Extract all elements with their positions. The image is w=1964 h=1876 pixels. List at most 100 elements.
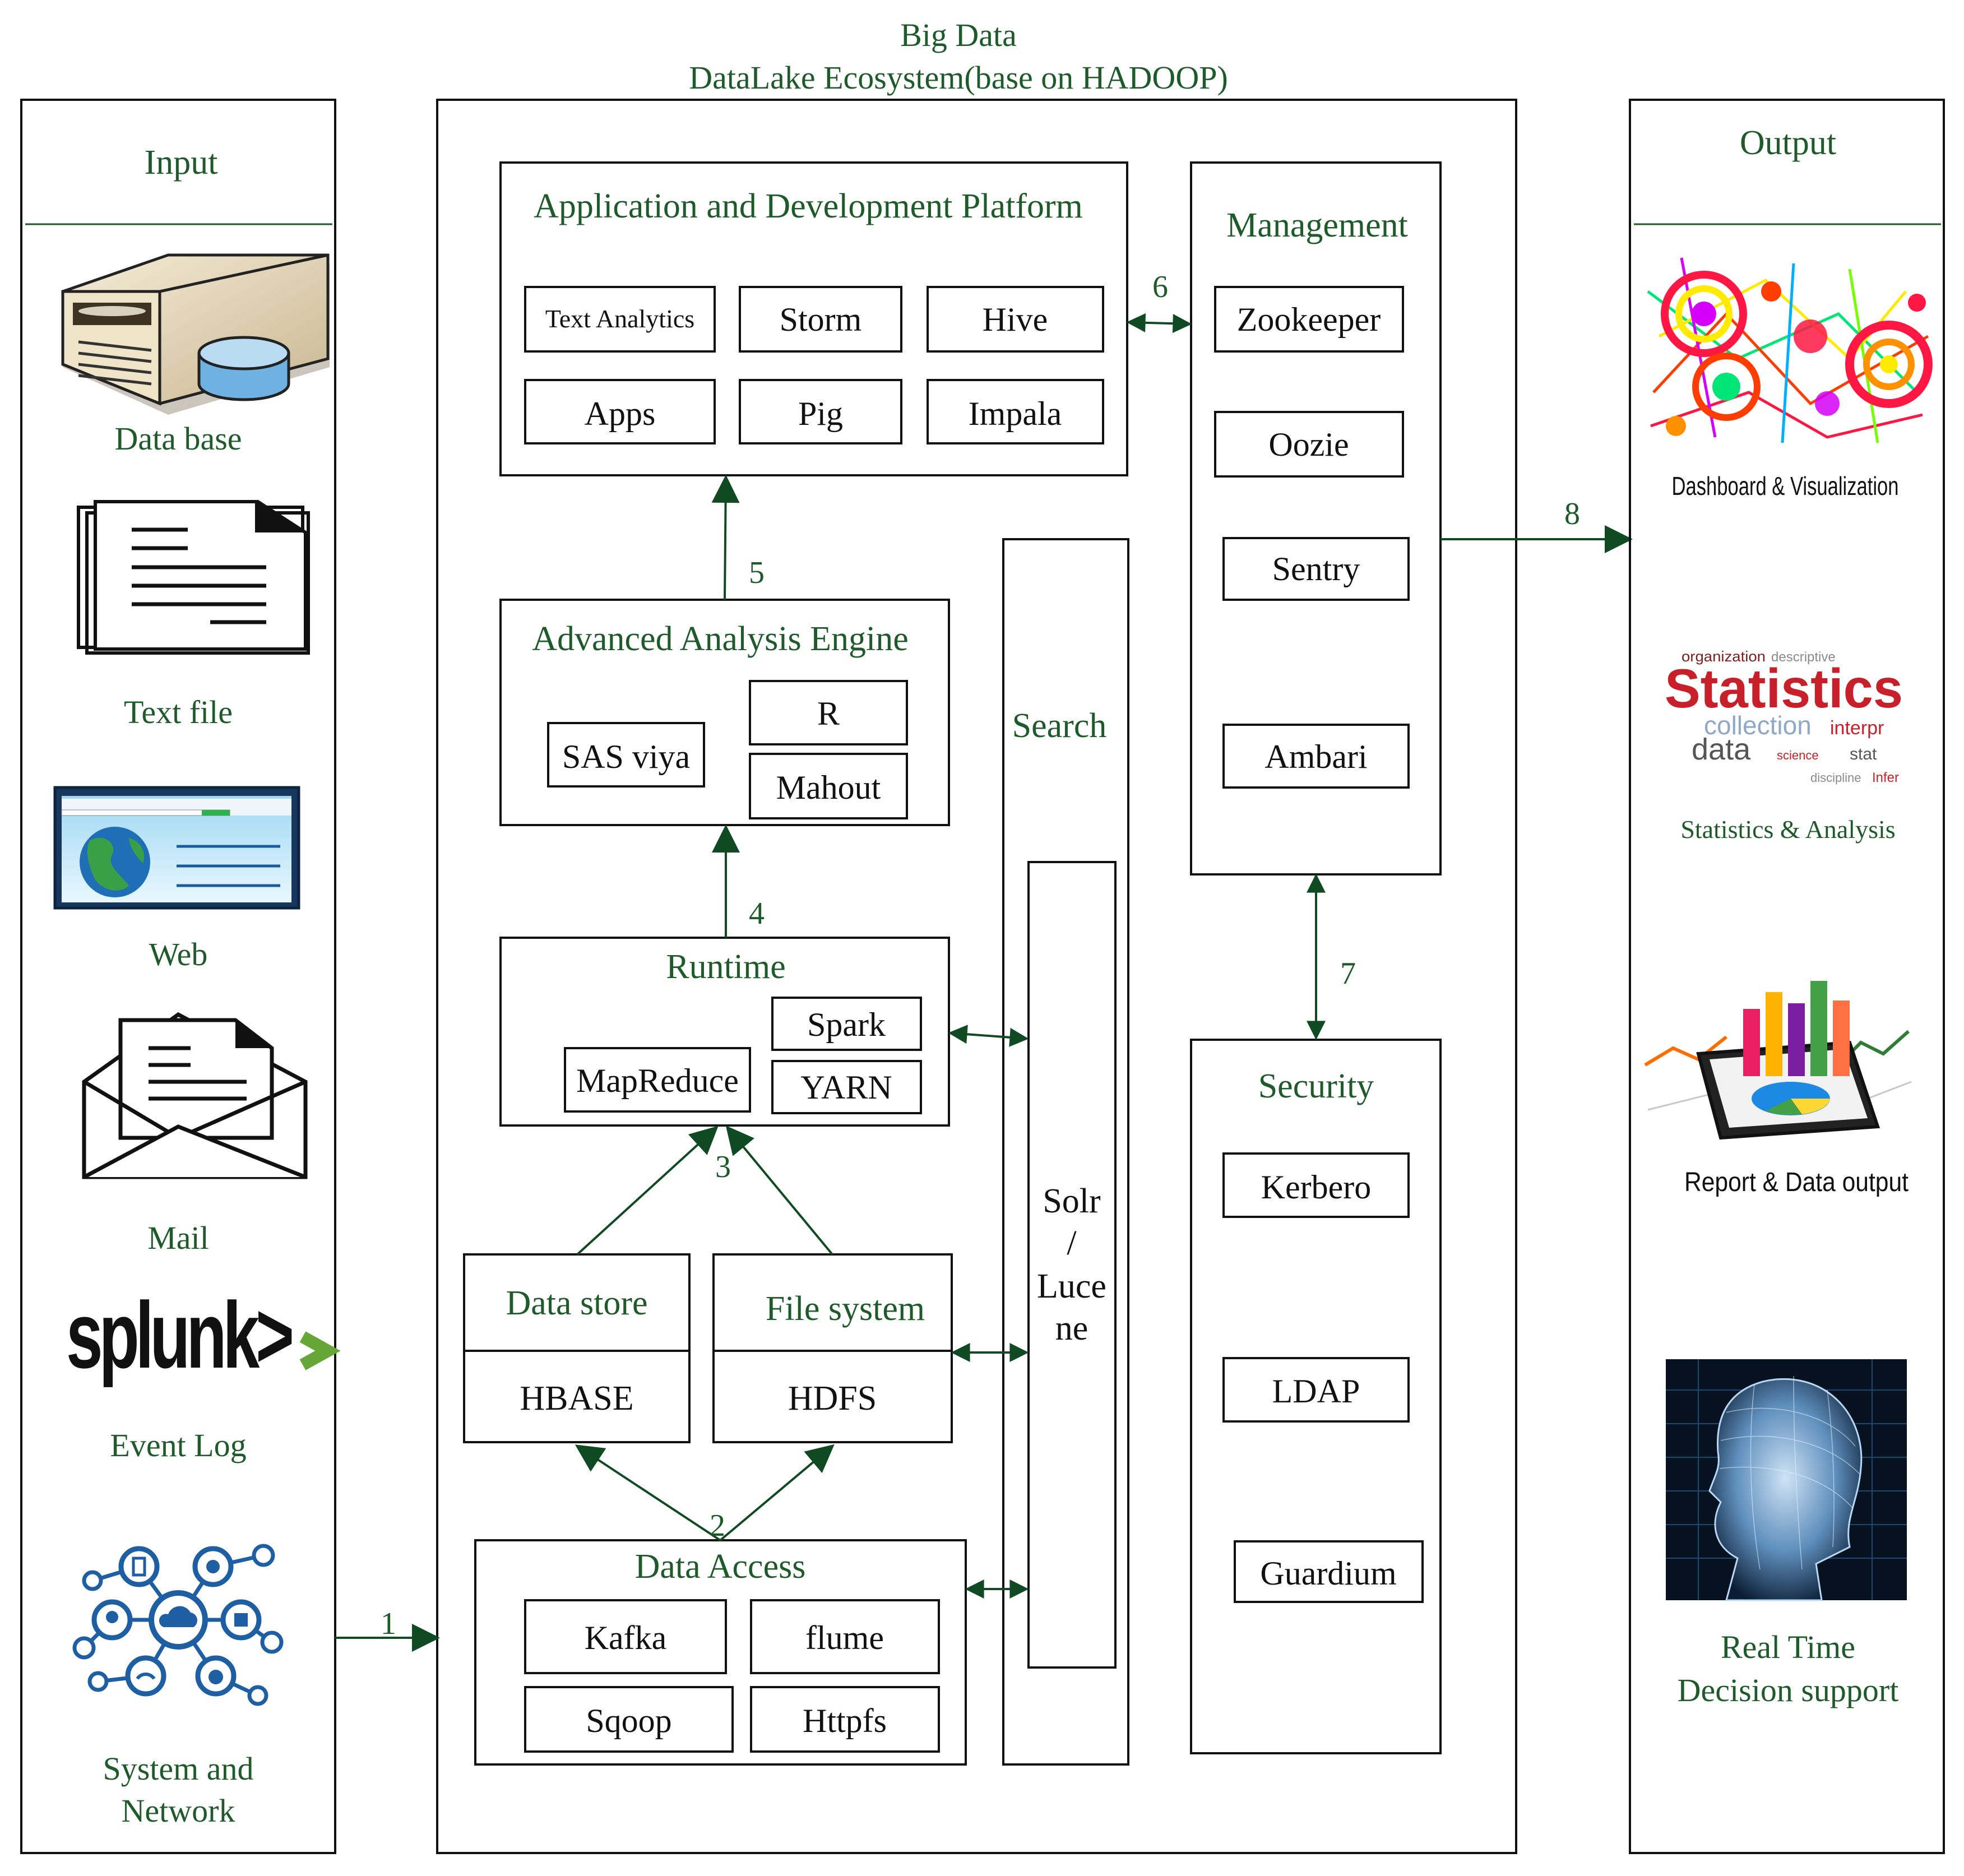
input-panel: Input Data base [20, 99, 341, 1854]
system-label-line1: System and [103, 1750, 253, 1787]
web-icon [53, 786, 300, 910]
splunk-logo-text: splunk> [66, 1282, 292, 1388]
impala-box [927, 379, 1104, 444]
arrow-1-label: 1 [381, 1606, 396, 1641]
arrow-runtime-search [948, 1025, 1029, 1047]
solr-line1: Solr [1043, 1182, 1101, 1220]
yarn-label: YARN [800, 1069, 892, 1106]
sqoop-box [524, 1686, 734, 1753]
wordcloud-term: discipline [1810, 771, 1861, 785]
sentry-label: Sentry [1272, 550, 1360, 587]
splunk-logo: splunk> [66, 1282, 341, 1388]
sas-box [547, 722, 705, 788]
httpfs-box [750, 1686, 940, 1753]
r-label: R [817, 695, 840, 732]
oozie-box [1214, 411, 1404, 478]
pig-label: Pig [798, 395, 843, 432]
dataaccess-title: Data Access [635, 1548, 806, 1586]
mapreduce-label: MapReduce [576, 1062, 739, 1099]
arrow-3-right [725, 1125, 833, 1256]
dashboard-visualization-image [1642, 247, 1933, 451]
analysis-block: Advanced Analysis Engine SAS viya R Maho… [499, 599, 950, 826]
hive-label: Hive [983, 301, 1048, 338]
management-title: Management [1226, 206, 1408, 244]
diagram-title: Big Data DataLake Ecosystem(base on HADO… [689, 17, 1228, 96]
guardium-label: Guardium [1260, 1555, 1396, 1592]
web-label: Web [149, 936, 208, 972]
kafka-box [524, 1599, 727, 1674]
eventlog-label: Event Log [110, 1427, 246, 1463]
wordcloud-main-term: Statistics [1665, 657, 1903, 719]
wordcloud-term: data [1692, 733, 1751, 766]
search-block: Search Solr / Luce ne [1002, 538, 1129, 1766]
kerbero-box [1222, 1152, 1410, 1218]
database-icon [61, 253, 330, 415]
realtime-label-line2: Decision support [1678, 1672, 1899, 1708]
sas-label: SAS viya [562, 738, 690, 775]
search-frame [1002, 538, 1129, 1766]
mahout-label: Mahout [776, 769, 881, 806]
report-label: Report & Data output [1684, 1168, 1909, 1197]
text-file-icon [77, 500, 310, 655]
hive-box [927, 286, 1104, 353]
input-panel-frame [20, 99, 336, 1854]
oozie-label: Oozie [1268, 426, 1349, 463]
spark-box [771, 997, 922, 1051]
output-panel: Output [1629, 99, 1945, 1854]
wordcloud-term: organization [1682, 648, 1766, 665]
text-analytics-label: Text Analytics [545, 304, 694, 333]
mail-icon [82, 1012, 308, 1179]
runtime-block: Runtime Spark MapReduce YARN [499, 937, 950, 1127]
datastore-title: Data store [506, 1284, 647, 1322]
platform-title: Application and Development Platform [534, 187, 1083, 225]
arrow-4-label: 4 [749, 896, 765, 931]
ldap-box [1222, 1357, 1410, 1423]
zookeeper-label: Zookeeper [1237, 301, 1381, 338]
connectors: 1 2 3 4 5 6 7 8 [335, 270, 1633, 1652]
arrow-3-left [576, 1125, 719, 1256]
kafka-label: Kafka [585, 1619, 667, 1656]
input-header: Input [145, 143, 218, 182]
ambari-label: Ambari [1264, 738, 1367, 775]
management-block: Management Zookeeper Oozie Sentry Ambari [1190, 161, 1442, 876]
title-line1: Big Data [900, 17, 1017, 53]
mail-label: Mail [147, 1220, 209, 1256]
spark-label: Spark [807, 1006, 886, 1043]
runtime-title: Runtime [666, 948, 786, 986]
r-box [749, 680, 908, 745]
text-file-label: Text file [124, 694, 233, 730]
filesystem-title: File system [766, 1290, 925, 1328]
statistics-wordcloud-image: organization descriptive Statistics coll… [1662, 639, 1914, 788]
security-block: Security Kerbero LDAP Guardium [1190, 1039, 1442, 1754]
arrow-8-label: 8 [1564, 497, 1580, 531]
arrow-2-left [575, 1444, 721, 1541]
arrow-7-label: 7 [1340, 956, 1356, 991]
datastore-block: Data store HBASE [463, 1253, 691, 1443]
security-title: Security [1258, 1067, 1374, 1105]
solr-line4: ne [1055, 1309, 1088, 1347]
database-label: Data base [114, 420, 242, 457]
solr-line2: / [1067, 1224, 1077, 1262]
guardium-box [1234, 1540, 1424, 1603]
text-analytics-box [524, 286, 716, 353]
arrow-2-label: 2 [710, 1508, 725, 1543]
pig-box [739, 379, 902, 444]
sentry-box [1222, 537, 1410, 601]
title-line2: DataLake Ecosystem(base on HADOOP) [689, 59, 1228, 96]
datastore-frame [463, 1253, 691, 1443]
mapreduce-box [564, 1047, 751, 1113]
network-icon [72, 1544, 284, 1706]
arrow-5 [711, 475, 740, 600]
report-tablet-image [1639, 978, 1914, 1140]
flume-box [750, 1599, 940, 1674]
output-panel-frame [1629, 99, 1945, 1854]
wordcloud-term: stat [1850, 745, 1877, 763]
arrow-6 [1126, 313, 1192, 333]
analysis-title: Advanced Analysis Engine [532, 620, 909, 658]
hdfs-label: HDFS [788, 1379, 877, 1418]
solr-line3: Luce [1037, 1267, 1106, 1305]
storm-label: Storm [780, 301, 862, 338]
wordcloud-term: science [1777, 748, 1819, 762]
impala-label: Impala [969, 395, 1062, 432]
dashboard-label: Dashboard & Visualization [1672, 471, 1899, 501]
